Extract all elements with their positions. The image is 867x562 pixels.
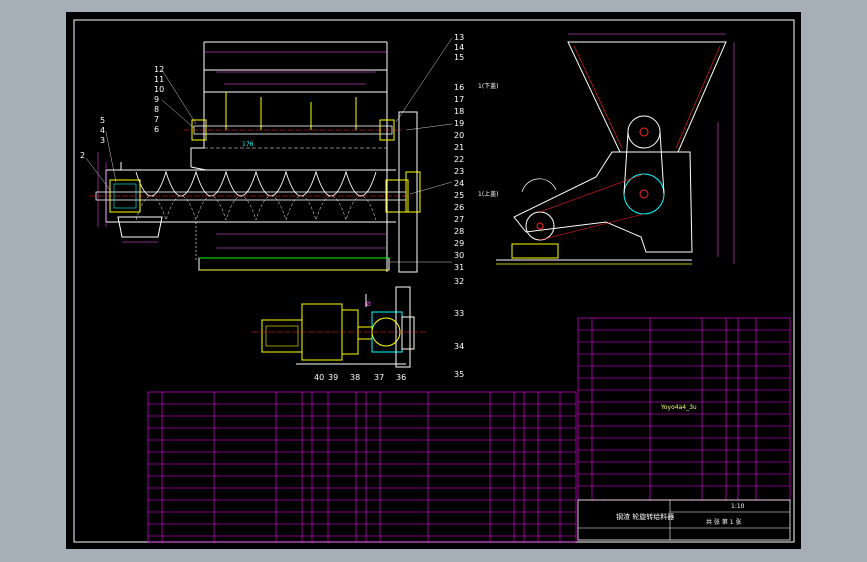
balloon-19: 19: [454, 119, 464, 128]
title-block: 钢渣 轮旋转给料器 1:10 共 张 第 1 张: [577, 499, 791, 541]
balloon-4: 4: [100, 126, 105, 135]
balloon-34: 34: [454, 342, 464, 351]
speed-label: 176: [242, 141, 254, 148]
balloon-12: 12: [154, 65, 164, 74]
drawing-scale: 1:10: [731, 503, 745, 510]
balloon-26: 26: [454, 203, 464, 212]
drive-plan-view: Ø: [252, 286, 426, 368]
balloon-13: 13: [454, 33, 464, 42]
balloon-10: 10: [154, 85, 164, 94]
balloon-32: 32: [454, 277, 464, 286]
balloon-21: 21: [454, 143, 464, 152]
balloon-37: 37: [374, 373, 384, 382]
shaft-mark: Ø: [366, 301, 371, 308]
upper-cover-label: 1(上盖): [478, 190, 499, 198]
balloon-24: 24: [454, 179, 464, 188]
balloon-33: 33: [454, 309, 464, 318]
balloon-29: 29: [454, 239, 464, 248]
balloons-left: 12 11 10 9 8 7 6 5 4 3 2: [80, 65, 197, 191]
front-elevation-view: 176: [90, 41, 421, 273]
lower-cover-label: 1(下盖): [478, 82, 499, 90]
balloons-right: 13 14 15 16 17 18 19 20 21 22 23 24 25 2…: [389, 33, 499, 286]
balloon-6: 6: [154, 125, 159, 134]
balloon-38: 38: [350, 373, 360, 382]
balloon-8: 8: [154, 105, 159, 114]
balloon-39: 39: [328, 373, 338, 382]
balloon-9: 9: [154, 95, 159, 104]
balloons-bottom: 40 39 38 37 36 35 34 33: [314, 309, 464, 382]
cad-drawing: 176 12 11 10: [73, 19, 795, 543]
side-view: [496, 33, 735, 265]
balloon-18: 18: [454, 107, 464, 116]
balloon-5: 5: [100, 116, 105, 125]
balloon-2: 2: [80, 151, 85, 160]
right-parts-table: [577, 317, 791, 501]
note-box-label: Yoyo4a4_3u: [660, 404, 697, 411]
drawing-frame: 176 12 11 10: [66, 12, 801, 549]
balloon-30: 30: [454, 251, 464, 260]
balloon-7: 7: [154, 115, 159, 124]
balloon-36: 36: [396, 373, 406, 382]
balloon-11: 11: [154, 75, 164, 84]
balloon-20: 20: [454, 131, 464, 140]
bom-table: [147, 391, 577, 543]
drawing-title: 钢渣 轮旋转给料器: [616, 512, 674, 521]
balloon-3: 3: [100, 136, 105, 145]
balloon-22: 22: [454, 155, 464, 164]
balloon-35: 35: [454, 370, 464, 379]
drawing-sheet: 共 张 第 1 张: [706, 518, 741, 526]
balloon-15: 15: [454, 53, 464, 62]
balloon-27: 27: [454, 215, 464, 224]
balloon-40: 40: [314, 373, 324, 382]
balloon-31: 31: [454, 263, 464, 272]
balloon-17: 17: [454, 95, 464, 104]
balloon-23: 23: [454, 167, 464, 176]
balloon-14: 14: [454, 43, 464, 52]
balloon-25: 25: [454, 191, 464, 200]
balloon-28: 28: [454, 227, 464, 236]
balloon-16: 16: [454, 83, 464, 92]
